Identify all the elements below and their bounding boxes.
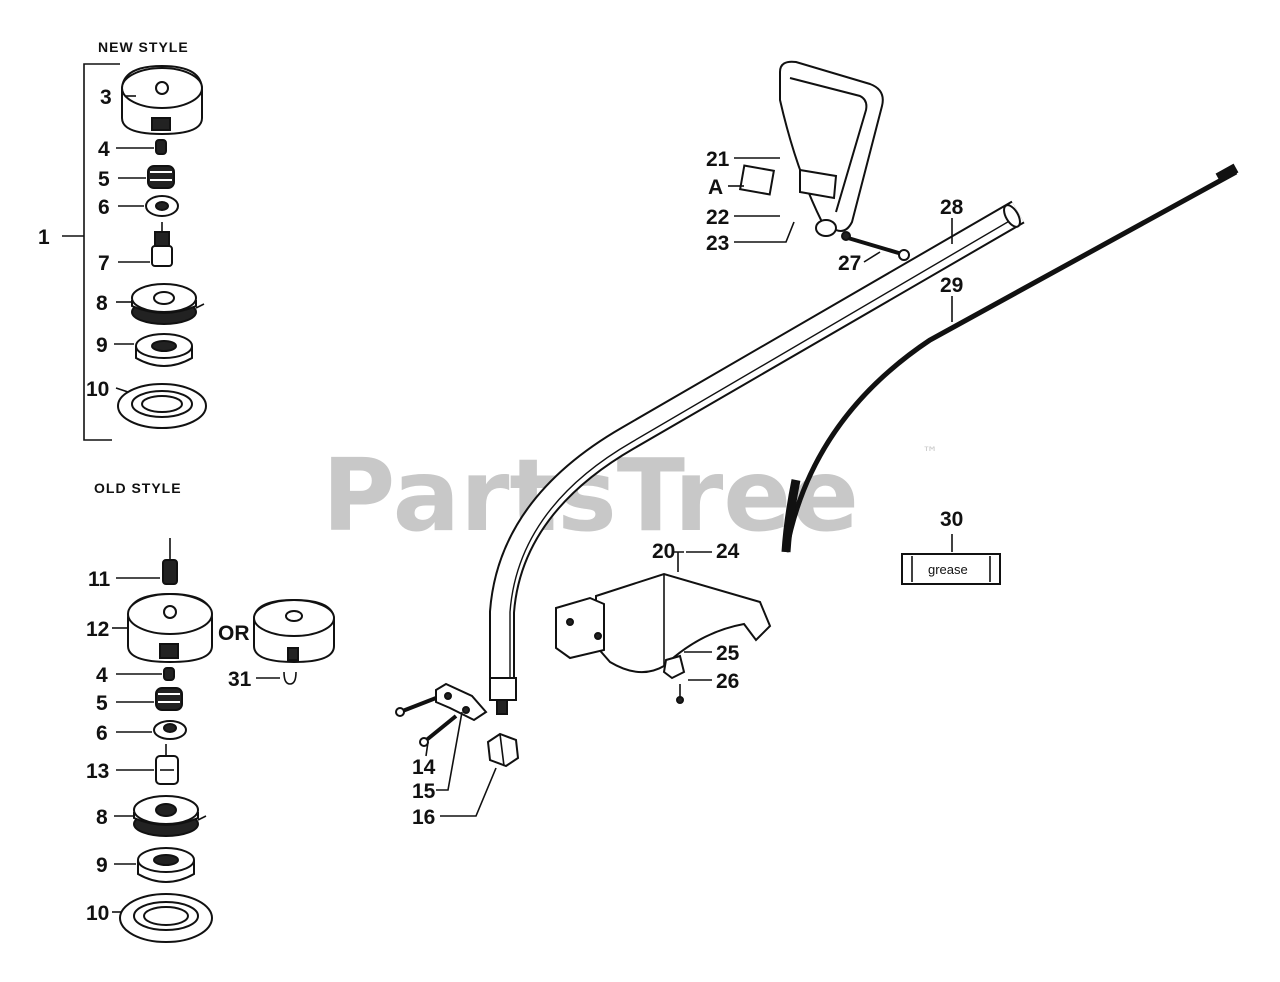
assembly-1-bracket bbox=[83, 63, 120, 441]
part-9-hub-old bbox=[137, 847, 195, 883]
part-20-debris-shield bbox=[555, 572, 772, 673]
label-4a: 4 bbox=[98, 138, 110, 161]
part-5-spring bbox=[147, 165, 175, 189]
label-24: 24 bbox=[716, 540, 740, 563]
part-7-bolt bbox=[151, 222, 173, 267]
part-5-spring-old bbox=[155, 687, 183, 711]
label-27: 27 bbox=[838, 252, 861, 275]
label-15: 15 bbox=[412, 780, 436, 803]
part-11-bolt bbox=[162, 538, 178, 585]
part-8-spool-old bbox=[133, 795, 207, 837]
label-9b: 9 bbox=[96, 854, 108, 877]
grease-text: grease bbox=[928, 562, 968, 577]
label-23: 23 bbox=[706, 232, 729, 255]
part-3-spool-cover bbox=[121, 64, 203, 136]
part-13-bolt bbox=[155, 744, 179, 785]
label-6a: 6 bbox=[98, 196, 110, 219]
label-31: 31 bbox=[228, 668, 252, 691]
label-11: 11 bbox=[88, 568, 111, 591]
label-14: 14 bbox=[412, 756, 436, 779]
label-7: 7 bbox=[98, 252, 110, 275]
part-21-handle bbox=[738, 60, 884, 237]
or-text: OR bbox=[218, 622, 250, 645]
label-16: 16 bbox=[412, 806, 435, 829]
part-24-screw-icon bbox=[672, 551, 684, 572]
part-4-clip bbox=[155, 139, 167, 155]
leader-16 bbox=[440, 767, 497, 817]
label-8b: 8 bbox=[96, 806, 108, 829]
label-a: A bbox=[708, 176, 723, 199]
label-9a: 9 bbox=[96, 334, 108, 357]
header-old-style: OLD STYLE bbox=[94, 480, 182, 496]
part-4-clip-old bbox=[163, 667, 175, 681]
label-30: 30 bbox=[940, 508, 963, 531]
leader-14 bbox=[425, 741, 429, 757]
label-3: 3 bbox=[100, 86, 112, 109]
label-6b: 6 bbox=[96, 722, 108, 745]
label-8a: 8 bbox=[96, 292, 108, 315]
label-5b: 5 bbox=[96, 692, 108, 715]
label-12: 12 bbox=[86, 618, 109, 641]
label-22: 22 bbox=[706, 206, 729, 229]
label-26: 26 bbox=[716, 670, 739, 693]
label-25: 25 bbox=[716, 642, 740, 665]
label-10b: 10 bbox=[86, 902, 109, 925]
part-8-spool bbox=[131, 283, 205, 325]
label-21: 21 bbox=[706, 148, 730, 171]
watermark-trademark: ™ bbox=[922, 443, 938, 462]
label-13: 13 bbox=[86, 760, 109, 783]
label-20: 20 bbox=[652, 540, 675, 563]
part-16-nut bbox=[486, 732, 520, 768]
part-27-bolt bbox=[841, 231, 910, 261]
part-6-washer bbox=[145, 195, 179, 217]
part-10-bearing bbox=[117, 383, 207, 429]
header-new-style: NEW STYLE bbox=[98, 39, 189, 55]
leader-10a bbox=[115, 387, 129, 393]
part-9-hub bbox=[135, 333, 193, 367]
part-25-nut bbox=[662, 654, 686, 680]
part-12-spool-cover bbox=[127, 592, 213, 664]
label-29: 29 bbox=[940, 274, 963, 297]
part-15-clamp bbox=[435, 682, 488, 722]
label-10a: 10 bbox=[86, 378, 109, 401]
label-28: 28 bbox=[940, 196, 964, 219]
part-30-grease-packet bbox=[901, 553, 1001, 585]
part-26-screw bbox=[676, 684, 684, 704]
leader-27 bbox=[863, 251, 881, 263]
label-4b: 4 bbox=[96, 664, 108, 687]
part-29-flex-cable bbox=[781, 163, 1239, 553]
leader-15 bbox=[436, 711, 463, 791]
part-6-washer-old bbox=[153, 720, 187, 740]
label-5a: 5 bbox=[98, 168, 110, 191]
label-1: 1 bbox=[38, 226, 50, 249]
part-28-shaft-tube bbox=[489, 200, 1025, 715]
part-31-clip-icon bbox=[283, 671, 297, 685]
part-10-bearing-old bbox=[119, 893, 213, 943]
part-31-alt-cover bbox=[253, 598, 335, 664]
leader-23 bbox=[734, 221, 795, 243]
